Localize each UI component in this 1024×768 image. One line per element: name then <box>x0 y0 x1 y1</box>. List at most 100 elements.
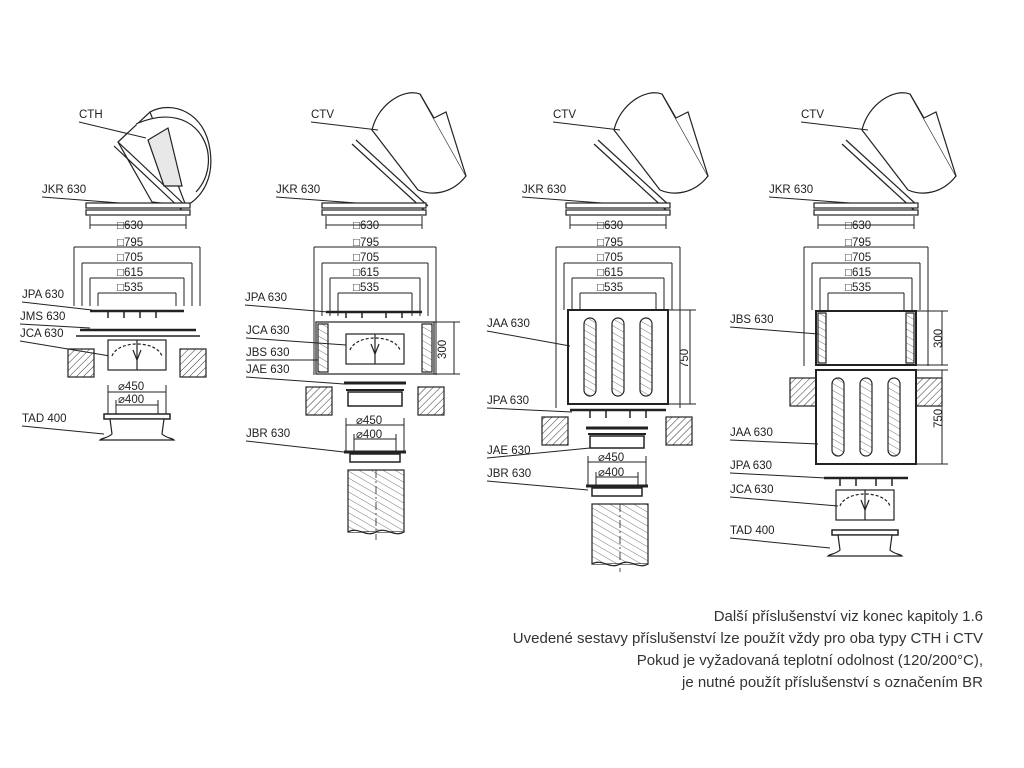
jbr-leader <box>245 440 345 453</box>
jpa-leader <box>244 304 329 313</box>
dim-630-text: □630 <box>845 220 871 232</box>
dim-630 <box>569 216 667 229</box>
jbr-flange <box>586 484 648 497</box>
tad-adapter <box>826 529 904 557</box>
jbr-label: JBR 630 <box>246 428 290 440</box>
jca-damper <box>835 489 895 521</box>
jpa-leader <box>21 301 93 311</box>
dim-diam <box>345 418 405 452</box>
dim-750-text: 750 <box>933 409 945 428</box>
dim-750 <box>668 309 696 405</box>
jbr-label: JBR 630 <box>487 468 531 480</box>
ctv-leader <box>310 121 379 131</box>
dim-400-text: ⌀400 <box>118 394 144 406</box>
dim-630-text: □630 <box>597 220 623 232</box>
dim-ladder <box>555 246 681 408</box>
tad-leader <box>729 537 831 549</box>
roof-block-left <box>305 386 333 416</box>
ctv-leader <box>800 121 869 131</box>
roof-block-right <box>179 348 207 378</box>
dim-630-text: □630 <box>353 220 379 232</box>
jbs-leader <box>729 326 819 335</box>
jaa-leader <box>729 439 819 445</box>
dim-300-text: 300 <box>437 340 449 359</box>
ctv-label: CTV <box>801 109 824 121</box>
jpa-label: JPA 630 <box>730 460 772 472</box>
jpa-leader <box>486 407 573 413</box>
dim-795-text: □795 <box>353 237 379 249</box>
dim-535-text: □535 <box>845 282 871 294</box>
jae-label: JAE 630 <box>487 445 530 457</box>
note-line-2: Uvedené sestavy příslušenství lze použít… <box>512 630 983 647</box>
jca-label: JCA 630 <box>20 328 63 340</box>
jpa-jms-plates <box>76 309 200 337</box>
jbr-flange <box>344 450 406 463</box>
jae-plates <box>344 381 406 407</box>
ctv-leader <box>552 121 621 131</box>
duct <box>591 503 649 572</box>
jca-leader <box>729 496 839 507</box>
roof-block-left <box>789 377 817 407</box>
dim-535-text: □535 <box>597 282 623 294</box>
jpa-plate <box>824 476 908 486</box>
jkr-label: JKR 630 <box>276 184 320 196</box>
dim-750 <box>916 369 948 465</box>
dim-ladder <box>73 246 201 306</box>
dim-795-text: □795 <box>845 237 871 249</box>
dim-705-text: □705 <box>353 252 379 264</box>
dim-630 <box>817 216 915 229</box>
jkr-label: JKR 630 <box>769 184 813 196</box>
dim-705-text: □705 <box>117 252 143 264</box>
jpa-leader <box>729 472 827 479</box>
jkr-leader <box>521 196 603 204</box>
jbs-box <box>815 310 917 366</box>
dim-300-text: 300 <box>933 329 945 348</box>
dim-diam <box>587 456 647 486</box>
dim-300 <box>916 310 948 366</box>
jkr-label: JKR 630 <box>522 184 566 196</box>
jbr-leader <box>486 480 589 491</box>
dim-535-text: □535 <box>117 282 143 294</box>
jbs-box <box>315 321 435 375</box>
jms-leader <box>19 323 91 329</box>
dim-300 <box>434 321 460 375</box>
roof-block-left <box>67 348 95 378</box>
jkr-leader <box>41 196 121 204</box>
cth-label: CTH <box>79 109 103 121</box>
dim-795-text: □795 <box>597 237 623 249</box>
note-line-1: Další příslušenství viz konec kapitoly 1… <box>713 608 983 625</box>
dim-450-text: ⌀450 <box>356 415 382 427</box>
dim-diam <box>107 385 167 414</box>
note-line-4: je nutné použít příslušenství s označení… <box>682 674 983 691</box>
dim-615-text: □615 <box>597 267 623 279</box>
assembly-3: CTV JKR 630 □630 □795 □705 □615 □535 <box>486 92 709 572</box>
assembly-2: CTV JKR 630 □630 □795 □705 □615 □535 <box>244 92 467 540</box>
dim-615-text: □615 <box>117 267 143 279</box>
jms-label: JMS 630 <box>20 311 65 323</box>
dim-630 <box>89 216 187 229</box>
jca-label: JCA 630 <box>246 325 289 337</box>
dim-ladder <box>803 246 929 366</box>
jkr-plate <box>813 202 919 216</box>
jkr-plate <box>85 202 191 216</box>
tad-label: TAD 400 <box>730 525 775 537</box>
note-line-3: Pokud je vyžadovaná teplotní odolnost (1… <box>636 652 983 669</box>
jaa-attenuator <box>567 309 669 405</box>
dim-705-text: □705 <box>845 252 871 264</box>
jkr-leader <box>768 196 851 204</box>
jpa-label: JPA 630 <box>245 292 287 304</box>
dim-400-text: ⌀400 <box>598 467 624 479</box>
ctv-fan-drawing <box>593 92 709 211</box>
jca-leader <box>245 337 347 346</box>
tad-leader <box>21 425 105 435</box>
jca-label: JCA 630 <box>730 484 773 496</box>
ctv-label: CTV <box>311 109 334 121</box>
jpa-plate <box>326 310 422 318</box>
dim-630-text: □630 <box>117 220 143 232</box>
dim-705-text: □705 <box>597 252 623 264</box>
dim-535-text: □535 <box>353 282 379 294</box>
cth-fan-drawing <box>113 107 212 213</box>
roof-block-right <box>417 386 445 416</box>
jaa-attenuator <box>815 369 917 465</box>
